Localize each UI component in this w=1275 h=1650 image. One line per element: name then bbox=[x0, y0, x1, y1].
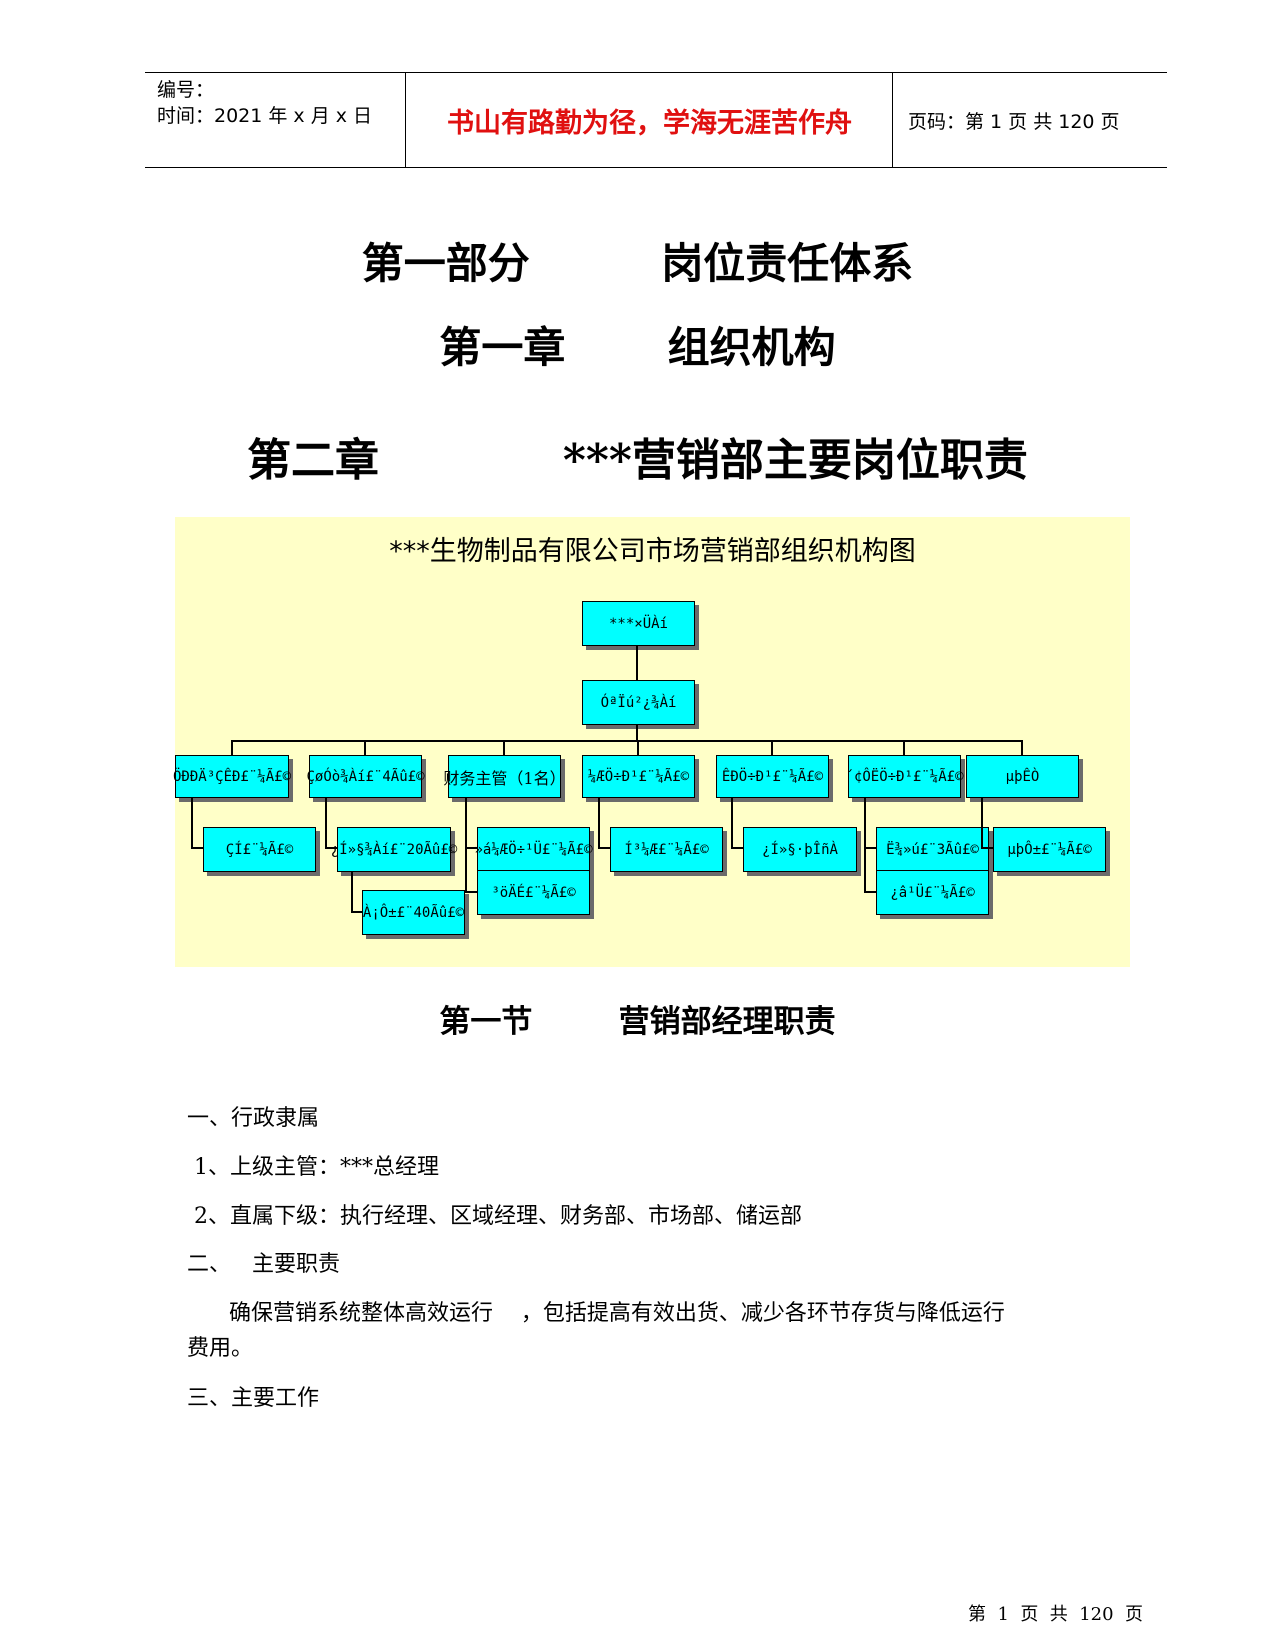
org-box-dept-5-child-1: ¿Í»§·þÎñÀ bbox=[743, 827, 857, 872]
connector-line bbox=[465, 847, 477, 849]
connector-line bbox=[637, 740, 639, 755]
org-box-marketing-manager: ÓªÏú²¿¾­Àí bbox=[582, 680, 695, 725]
connector-line bbox=[731, 847, 743, 849]
heading-main-work: 三、主要工作 bbox=[187, 1386, 320, 1411]
heading-administrative: 一、行政隶属 bbox=[187, 1106, 320, 1131]
connector-line bbox=[598, 847, 610, 849]
page-footer: 第 1 页 共 120 页 bbox=[968, 1604, 1144, 1625]
motto: 书山有路勤为径，学海无涯苦作舟 bbox=[447, 108, 852, 139]
connector-line bbox=[598, 798, 600, 848]
connector-line bbox=[981, 847, 993, 849]
org-box-dept-2-child-2: À¡Ô±£¨40Ãû£© bbox=[362, 890, 465, 935]
org-box-dept-6-child-2: ¿â¹Ü£¨¼Ã£© bbox=[876, 870, 989, 915]
org-box-dept-6-child-1: Ë¾»ú£¨3Ãû£© bbox=[876, 827, 989, 872]
connector-line bbox=[903, 740, 905, 755]
duty-paragraph-line-2: 费用。 bbox=[187, 1336, 254, 1361]
connector-line bbox=[364, 740, 366, 755]
org-box-dept-7: µþÊÒ bbox=[966, 755, 1079, 798]
connector-line bbox=[231, 740, 233, 755]
connector-line bbox=[325, 847, 337, 849]
org-box-dept-4: ¼ÆÖ÷Ð¹£¨¼Ã£© bbox=[582, 755, 695, 798]
connector-line bbox=[191, 847, 203, 849]
connector-line bbox=[731, 798, 733, 848]
connector-line bbox=[351, 872, 353, 912]
line-superior: 1、上级主管：***总经理 bbox=[187, 1155, 439, 1180]
connector-line bbox=[864, 891, 876, 893]
connector-line bbox=[325, 798, 327, 848]
org-chart: ***生物制品有限公司市场营销部组织机构图 ***×ÜÀí ÓªÏú²¿¾­Àí… bbox=[173, 517, 1130, 967]
page-header: 编号： 时间：2021 年 x 月 x 日 书山有路勤为径，学海无涯苦作舟 页码… bbox=[145, 72, 1167, 168]
connector-line bbox=[465, 891, 477, 893]
line-subordinates: 2、直属下级：执行经理、区域经理、财务部、市场部、储运部 bbox=[187, 1204, 802, 1229]
connector-line bbox=[1021, 740, 1023, 755]
connector-line bbox=[981, 798, 983, 848]
heading-main-duties: 二、 主要职责 bbox=[187, 1252, 340, 1277]
connector-line bbox=[351, 911, 362, 913]
connector-line bbox=[503, 740, 505, 755]
part-title: 第一部分 岗位责任体系 bbox=[361, 239, 914, 288]
org-box-dept-1: ÖÐÐÄ³ÇÊÐ£¨¼Ã£© bbox=[173, 755, 291, 798]
connector-line bbox=[864, 847, 876, 849]
connector-line bbox=[771, 740, 773, 755]
org-box-dept-3-child-2: ³öÄÉ£¨¼Ã£© bbox=[477, 870, 590, 915]
org-box-dept-2-child-1: ¿Í»§¾­Àí£¨20Ãû£© bbox=[331, 827, 457, 872]
connector-line bbox=[465, 798, 467, 892]
connector-line bbox=[636, 646, 638, 680]
chapter1-title: 第一章 组织机构 bbox=[439, 323, 836, 372]
org-chart-title: ***生物制品有限公司市场营销部组织机构图 bbox=[389, 536, 916, 567]
serial-label: 编号： bbox=[157, 79, 215, 101]
org-box-dept-4-child-1: Í³¼Æ£¨¼Ã£© bbox=[610, 827, 723, 872]
header-motto-cell: 书山有路勤为径，学海无涯苦作舟 bbox=[407, 73, 893, 167]
connector-line bbox=[864, 798, 866, 892]
org-box-general-manager: ***×ÜÀí bbox=[582, 601, 695, 646]
connector-line bbox=[636, 725, 638, 740]
org-box-dept-2: ÇøÓò¾­Àí£¨4Ãû£© bbox=[307, 755, 425, 798]
chapter2-title: 第二章 ***营销部主要岗位职责 bbox=[247, 435, 1028, 486]
duty-paragraph-line-1: 确保营销系统整体高效运行 ，包括提高有效出货、减少各环节存货与降低运行 bbox=[187, 1301, 1005, 1326]
page-info: 页码：第 1 页 共 120 页 bbox=[908, 111, 1120, 133]
org-box-dept-5: ÊÐÖ÷Ð¹£¨¼Ã£© bbox=[716, 755, 829, 798]
connector-line bbox=[191, 798, 193, 848]
connector-line bbox=[231, 740, 1023, 742]
section-title: 第一节 营销部经理职责 bbox=[439, 1004, 836, 1040]
org-box-dept-7-child-1: µþÔ±£¨¼Ã£© bbox=[993, 827, 1106, 872]
org-box-dept-1-child-1: ÇÍ£¨¼Ã£© bbox=[203, 827, 316, 872]
org-box-dept-3-child-1: »á¼ÆÖ÷¹Ü£¨¼Ã£© bbox=[475, 827, 593, 872]
header-page-cell: 页码：第 1 页 共 120 页 bbox=[894, 73, 1167, 167]
header-meta-cell: 编号： 时间：2021 年 x 月 x 日 bbox=[145, 73, 406, 167]
time-label: 时间：2021 年 x 月 x 日 bbox=[157, 105, 373, 127]
org-box-dept-3: 财务主管（1名） bbox=[443, 755, 566, 798]
org-box-dept-6: ´¢ÔËÖ÷Ð¹£¨¼Ã£© bbox=[846, 755, 964, 798]
